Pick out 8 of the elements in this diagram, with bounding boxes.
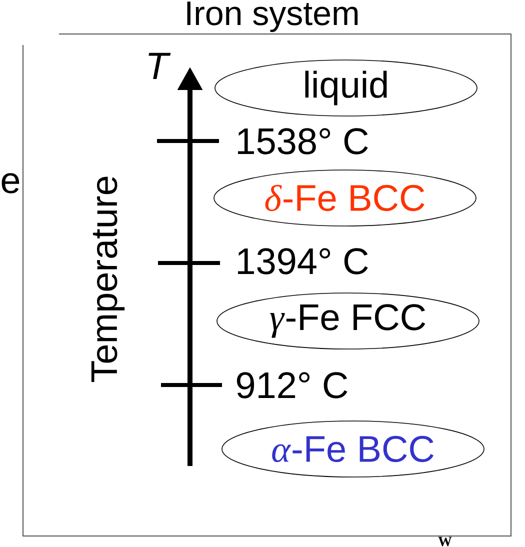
cut-off-text: e [2, 173, 20, 194]
axis-title: Temperature [91, 176, 125, 382]
tick-label: 1538° C [238, 128, 368, 154]
tick-label: 912° C [236, 372, 348, 398]
cut-off-text: W [438, 536, 452, 546]
tick-label: 1394° C [238, 248, 368, 274]
axis-label: T [148, 52, 171, 79]
title: Iron system [187, 2, 358, 32]
